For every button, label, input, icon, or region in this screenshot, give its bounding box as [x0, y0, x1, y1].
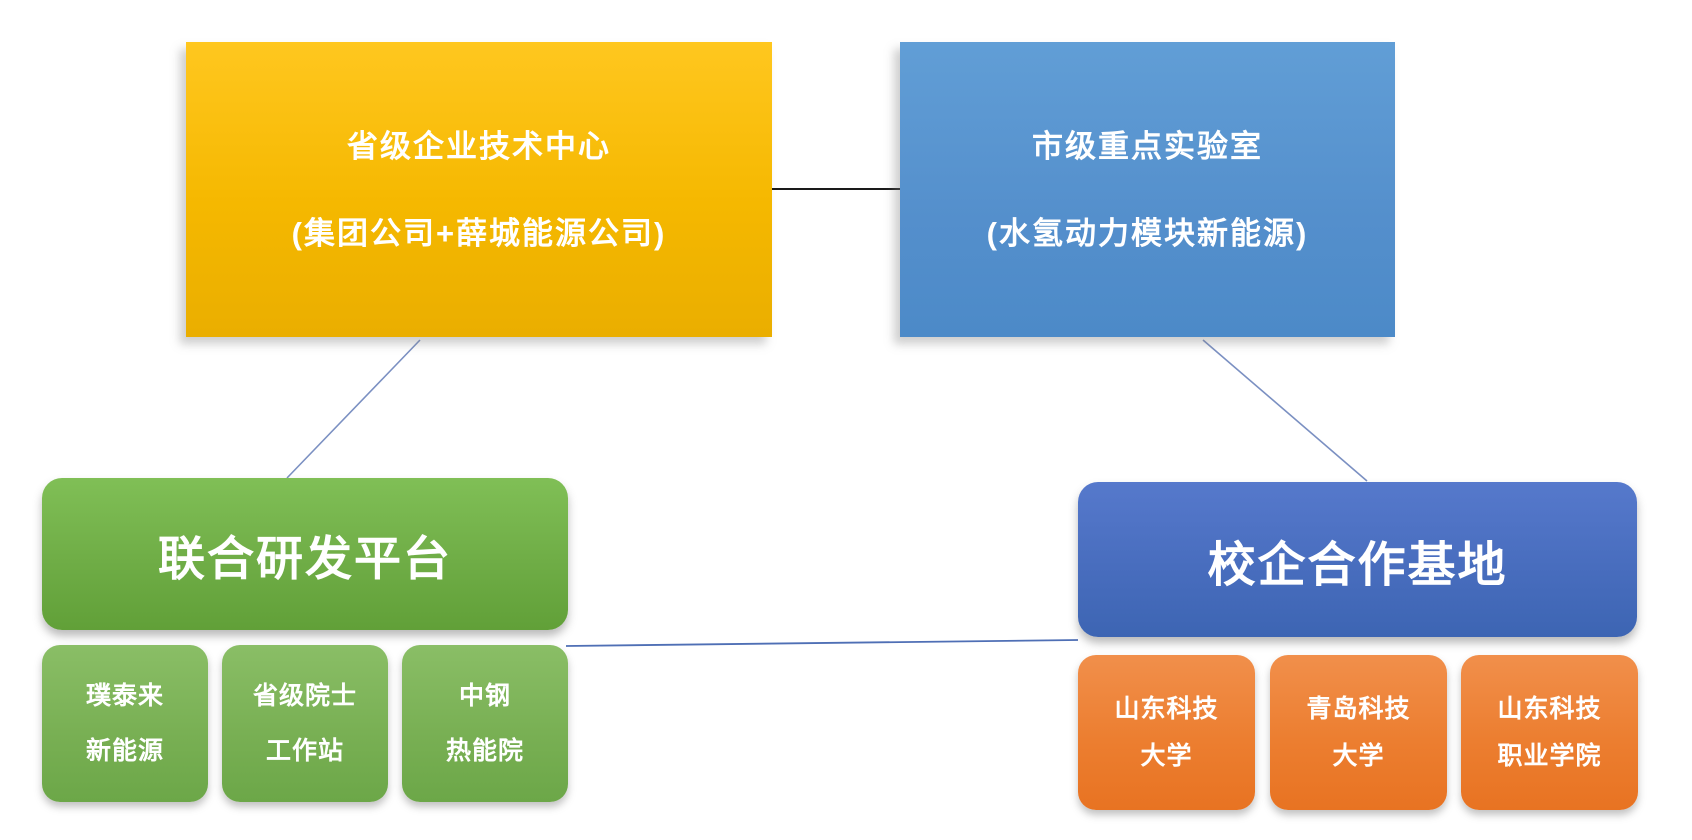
partner-label: 山东科技: [1497, 694, 1602, 723]
node-school-enterprise-base[interactable]: 校企合作基地: [1078, 482, 1637, 637]
rd-platform-label: 联合研发平台: [158, 531, 452, 585]
partner-label: 大学: [1140, 741, 1193, 770]
node-city-key-lab[interactable]: 市级重点实验室 (水氢动力模块新能源): [900, 42, 1395, 337]
partner-label: 省级院士: [252, 681, 357, 710]
partner-label: 中钢: [458, 681, 511, 710]
school-base-label: 校企合作基地: [1207, 538, 1508, 592]
node-shandong-vocational-college[interactable]: 山东科技 职业学院: [1461, 655, 1638, 810]
node-sinosteel-thermal-institute[interactable]: 中钢 热能院: [402, 645, 568, 802]
key-lab-title: 市级重点实验室: [1032, 128, 1263, 164]
key-lab-subtitle: (水氢动力模块新能源): [986, 215, 1309, 251]
node-qingdao-univ-sci-tech[interactable]: 青岛科技 大学: [1270, 655, 1447, 810]
partner-label: 工作站: [265, 736, 344, 765]
partner-label: 青岛科技: [1306, 694, 1411, 723]
node-shandong-univ-sci-tech[interactable]: 山东科技 大学: [1078, 655, 1255, 810]
node-academician-workstation[interactable]: 省级院士 工作站: [222, 645, 388, 802]
partner-label: 山东科技: [1114, 694, 1219, 723]
tech-center-title: 省级企业技术中心: [347, 128, 611, 164]
connector-rdplatform-schoolbase: [565, 639, 1079, 647]
node-putailai-new-energy[interactable]: 璞泰来 新能源: [42, 645, 208, 802]
partner-label: 璞泰来: [85, 681, 164, 710]
partner-label: 大学: [1332, 741, 1385, 770]
node-provincial-tech-center[interactable]: 省级企业技术中心 (集团公司+薛城能源公司): [186, 42, 772, 337]
tech-center-subtitle: (集团公司+薛城能源公司): [291, 215, 667, 251]
partner-label: 职业学院: [1497, 741, 1602, 770]
node-joint-rd-platform[interactable]: 联合研发平台: [42, 478, 568, 630]
connector-techcenter-rdplatform: [286, 339, 421, 479]
partner-label: 热能院: [445, 736, 524, 765]
partner-label: 新能源: [85, 736, 164, 765]
connector-keylab-schoolbase: [1202, 339, 1368, 482]
